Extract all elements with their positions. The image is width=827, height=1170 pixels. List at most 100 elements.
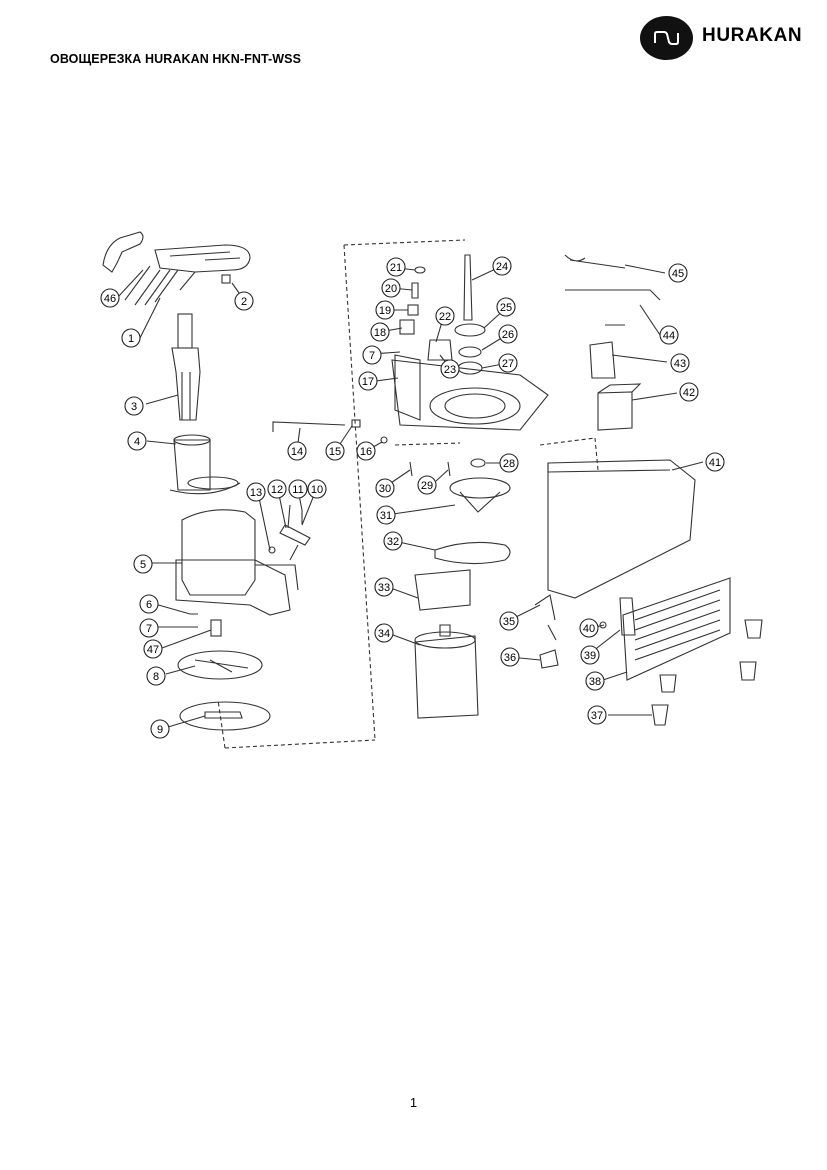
callout-3: 3 [124, 396, 144, 416]
svg-text:30: 30 [379, 483, 391, 495]
svg-text:1: 1 [128, 333, 134, 345]
svg-text:41: 41 [709, 457, 721, 469]
callout-11: 11 [288, 479, 308, 499]
document-title: ОВОЩЕРЕЗКА HURAKAN HKN-FNT-WSS [50, 52, 302, 66]
callout-5: 5 [133, 554, 153, 574]
callout-7b: 7 [362, 345, 382, 365]
callout-13: 13 [246, 482, 266, 502]
svg-text:24: 24 [496, 261, 508, 273]
svg-text:15: 15 [329, 446, 341, 458]
callout-32: 32 [383, 531, 403, 551]
callout-33: 33 [374, 577, 394, 597]
svg-text:42: 42 [683, 387, 695, 399]
callout-17: 17 [358, 371, 378, 391]
svg-text:20: 20 [385, 283, 397, 295]
svg-text:29: 29 [421, 480, 433, 492]
svg-text:33: 33 [378, 582, 390, 594]
svg-text:45: 45 [672, 268, 684, 280]
callout-44: 44 [659, 325, 679, 345]
callout-1: 1 [121, 328, 141, 348]
logo-mark-icon [640, 16, 693, 60]
svg-text:25: 25 [500, 302, 512, 314]
svg-text:6: 6 [146, 599, 152, 611]
callout-2: 2 [234, 291, 254, 311]
svg-text:44: 44 [663, 330, 675, 342]
svg-text:9: 9 [157, 724, 163, 736]
callout-30: 30 [375, 478, 395, 498]
svg-text:17: 17 [362, 376, 374, 388]
callout-9: 9 [150, 719, 170, 739]
svg-text:19: 19 [379, 305, 391, 317]
callout-21: 21 [386, 257, 406, 277]
svg-text:43: 43 [674, 358, 686, 370]
callout-6: 6 [139, 594, 159, 614]
svg-text:26: 26 [502, 329, 514, 341]
svg-text:12: 12 [271, 484, 283, 496]
svg-text:37: 37 [591, 710, 603, 722]
callout-16: 16 [356, 441, 376, 461]
callout-10: 10 [307, 479, 327, 499]
svg-text:7: 7 [369, 350, 375, 362]
callout-27: 27 [498, 353, 518, 373]
callout-31: 31 [376, 505, 396, 525]
callout-8: 8 [146, 666, 166, 686]
callout-46: 46 [100, 288, 120, 308]
callout-26: 26 [498, 324, 518, 344]
callout-47: 47 [143, 639, 163, 659]
callout-40: 40 [579, 618, 599, 638]
callout-24: 24 [492, 256, 512, 276]
svg-text:27: 27 [502, 358, 514, 370]
callout-28: 28 [499, 453, 519, 473]
callout-34: 34 [374, 623, 394, 643]
brand-logo: HURAKAN [640, 14, 815, 62]
svg-text:32: 32 [387, 536, 399, 548]
callout-19: 19 [375, 300, 395, 320]
svg-text:23: 23 [444, 364, 456, 376]
callout-38: 38 [585, 671, 605, 691]
svg-text:8: 8 [153, 671, 159, 683]
callout-45: 45 [668, 263, 688, 283]
callout-39: 39 [580, 645, 600, 665]
callout-14: 14 [287, 441, 307, 461]
callout-29: 29 [417, 475, 437, 495]
svg-text:14: 14 [291, 446, 303, 458]
svg-text:34: 34 [378, 628, 390, 640]
svg-text:2: 2 [241, 296, 247, 308]
svg-text:40: 40 [583, 623, 595, 635]
callout-35: 35 [499, 611, 519, 631]
callout-22: 22 [435, 306, 455, 326]
svg-text:10: 10 [311, 484, 323, 496]
callout-25: 25 [496, 297, 516, 317]
callout-43: 43 [670, 353, 690, 373]
callout-36: 36 [500, 647, 520, 667]
svg-text:36: 36 [504, 652, 516, 664]
brand-name: HURAKAN [702, 25, 803, 46]
svg-text:35: 35 [503, 616, 515, 628]
callout-41: 41 [705, 452, 725, 472]
callout-12: 12 [267, 479, 287, 499]
svg-text:39: 39 [584, 650, 596, 662]
svg-text:13: 13 [250, 487, 262, 499]
svg-text:22: 22 [439, 311, 451, 323]
svg-text:31: 31 [380, 510, 392, 522]
callout-15: 15 [325, 441, 345, 461]
svg-text:47: 47 [147, 644, 159, 656]
svg-text:4: 4 [134, 436, 140, 448]
callout-4: 4 [127, 431, 147, 451]
svg-text:28: 28 [503, 458, 515, 470]
svg-text:7: 7 [146, 623, 152, 635]
svg-text:3: 3 [131, 401, 137, 413]
page-number: 1 [409, 1095, 418, 1110]
svg-text:46: 46 [104, 293, 116, 305]
svg-text:18: 18 [374, 327, 386, 339]
svg-text:21: 21 [390, 262, 402, 274]
svg-text:5: 5 [140, 559, 146, 571]
callout-7: 7 [139, 618, 159, 638]
callout-23: 23 [440, 359, 460, 379]
callout-42: 42 [679, 382, 699, 402]
callout-18: 18 [370, 322, 390, 342]
svg-text:16: 16 [360, 446, 372, 458]
callout-20: 20 [381, 278, 401, 298]
svg-text:11: 11 [292, 484, 303, 496]
